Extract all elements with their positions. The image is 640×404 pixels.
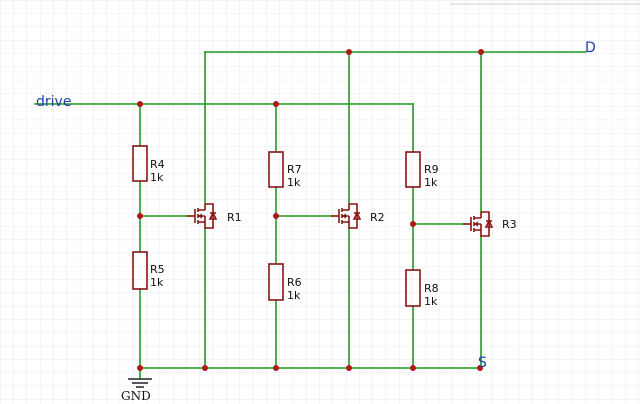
resistor-ref: R9 <box>424 163 439 176</box>
resistor-ref: R6 <box>287 276 302 289</box>
transistor-r2[interactable]: R2 <box>330 203 385 229</box>
net-label-drive: drive <box>36 94 71 110</box>
resistor-value: 1k <box>287 289 301 302</box>
wires <box>34 51 587 379</box>
resistor-ref: R7 <box>287 163 302 176</box>
transistor-ref: R2 <box>370 211 385 224</box>
resistor-r7[interactable]: R7 1k <box>268 151 302 189</box>
resistor-value: 1k <box>424 295 438 308</box>
transistor-r1[interactable]: R1 <box>186 203 242 229</box>
net-label-drain: D <box>585 40 596 56</box>
resistor-value: 1k <box>424 176 438 189</box>
net-label-source: S <box>478 355 487 371</box>
transistor-r3[interactable]: R3 <box>462 211 517 237</box>
transistor-ref: R1 <box>227 211 242 224</box>
transistor-ref: R3 <box>502 218 517 231</box>
resistor-value: 1k <box>150 276 164 289</box>
resistor-r6[interactable]: R6 1k <box>268 263 302 302</box>
junctions <box>137 49 484 371</box>
resistor-r4[interactable]: R4 1k <box>132 145 165 184</box>
resistor-value: 1k <box>287 176 301 189</box>
resistor-ref: R5 <box>150 263 165 276</box>
resistor-value: 1k <box>150 171 164 184</box>
resistor-ref: R8 <box>424 282 439 295</box>
net-label-ground: GND <box>121 389 151 403</box>
ground-symbol <box>128 378 152 388</box>
resistor-r9[interactable]: R9 1k <box>405 151 439 189</box>
resistor-r5[interactable]: R5 1k <box>132 251 165 290</box>
resistor-ref: R4 <box>150 158 165 171</box>
resistor-r8[interactable]: R8 1k <box>405 269 439 308</box>
